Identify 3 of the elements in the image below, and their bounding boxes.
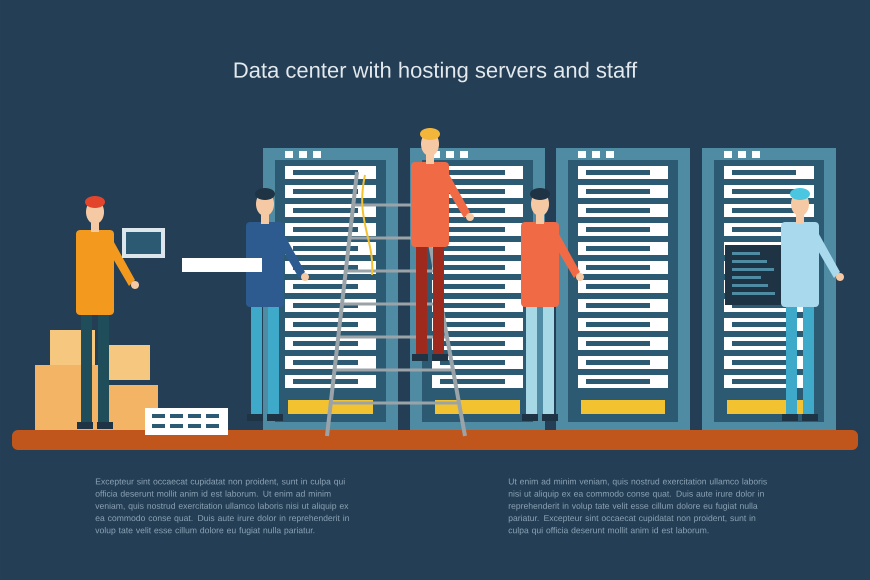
paragraph: Ut enim ad minim veniam, quis nostrud exercitation ullamco laboris nisi ut aliquip ex ea commodo conse quat. Duis aute irure dolor in reprehenderit in volup tate velit esse cillum dolore eu fugiat nulla pariatur. Excepteur sint occaecat cupidatat non proident, sunt in culpa qui officia deserunt mollit anim id est laborum. [508,478,767,535]
title: Data center with hosting servers and staff [234,62,638,82]
paragraph: Excepteur sint occaecat cupidatat non proident, sunt in culpa qui officia deserunt mollit anim id est laborum. Ut enim ad minim veniam, quis nostrud exercitation ullamco laboris nisi ut aliquip ex ea commodo conse quat. Duis aute irure dolor in reprehenderit in volup tate velit esse cillum dolore eu fugiat nulla pariatur. [95,478,349,535]
